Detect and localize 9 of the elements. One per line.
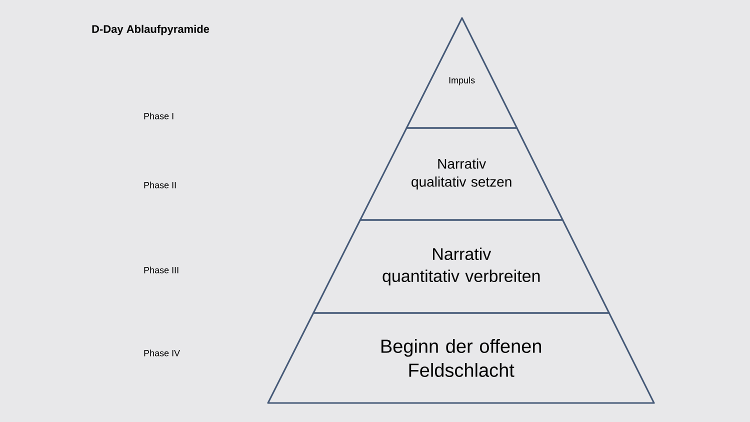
pyramid-level: Narrativ qualitativ setzen <box>359 127 564 221</box>
pyramid-level: Beginn der offenen Feldschlacht <box>267 312 655 404</box>
pyramid-level: Impuls <box>406 17 518 129</box>
phase-label: Phase III <box>144 266 178 274</box>
phase-label: Phase II <box>144 182 176 188</box>
phase-label: Phase I <box>144 112 174 120</box>
pyramid-level: Narrativ quantitativ verbreiten <box>312 219 610 314</box>
phase-label: Phase IV <box>144 350 180 356</box>
diagram-title: D-Day Ablaufpyramide <box>92 24 210 36</box>
